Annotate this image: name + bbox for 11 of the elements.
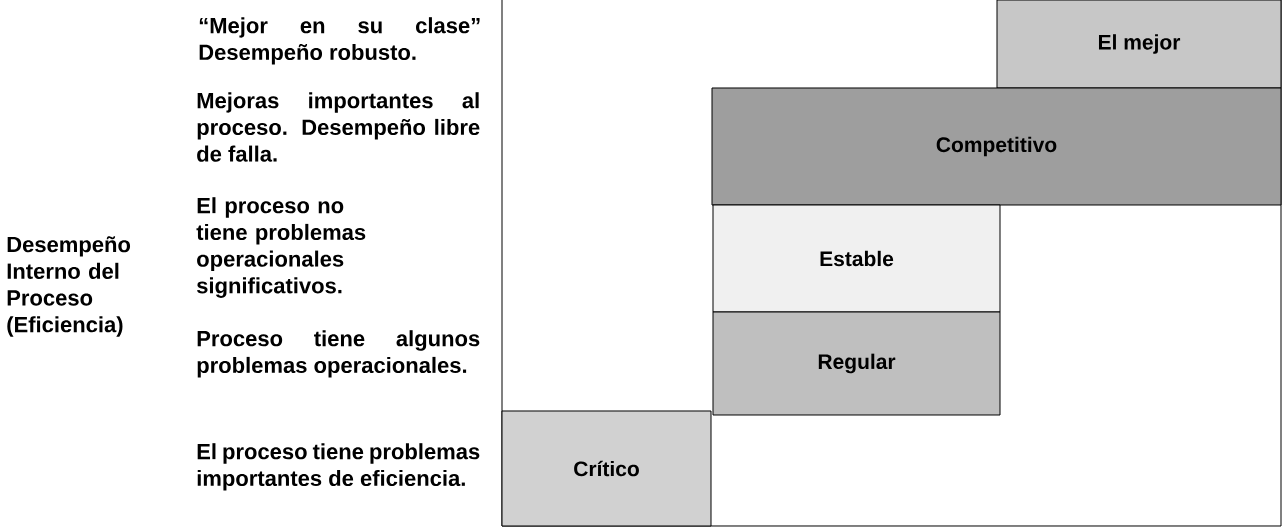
level-band: Regular [712,311,1001,416]
description-text: Mejoras importantes al proceso. Desempeño libre de falla. [197,92,480,162]
description-text: El proceso no tiene problemas operacionales significativos. [196,197,366,298]
level-band: El mejor [996,0,1282,89]
description-text: El proceso tiene problemas importantes de eficiencia. [197,443,480,491]
level-band: Competitivo [711,87,1282,206]
level-band: Crítico [501,410,712,527]
description-text: Proceso tiene algunos problemas operacionales. [197,330,480,378]
description-text: Desempeño Interno del Proceso (Eficiencia) [7,236,131,337]
level-band: Estable [712,204,1001,313]
description-text: “Mejor en su clase” Desempeño robusto. [199,17,480,65]
